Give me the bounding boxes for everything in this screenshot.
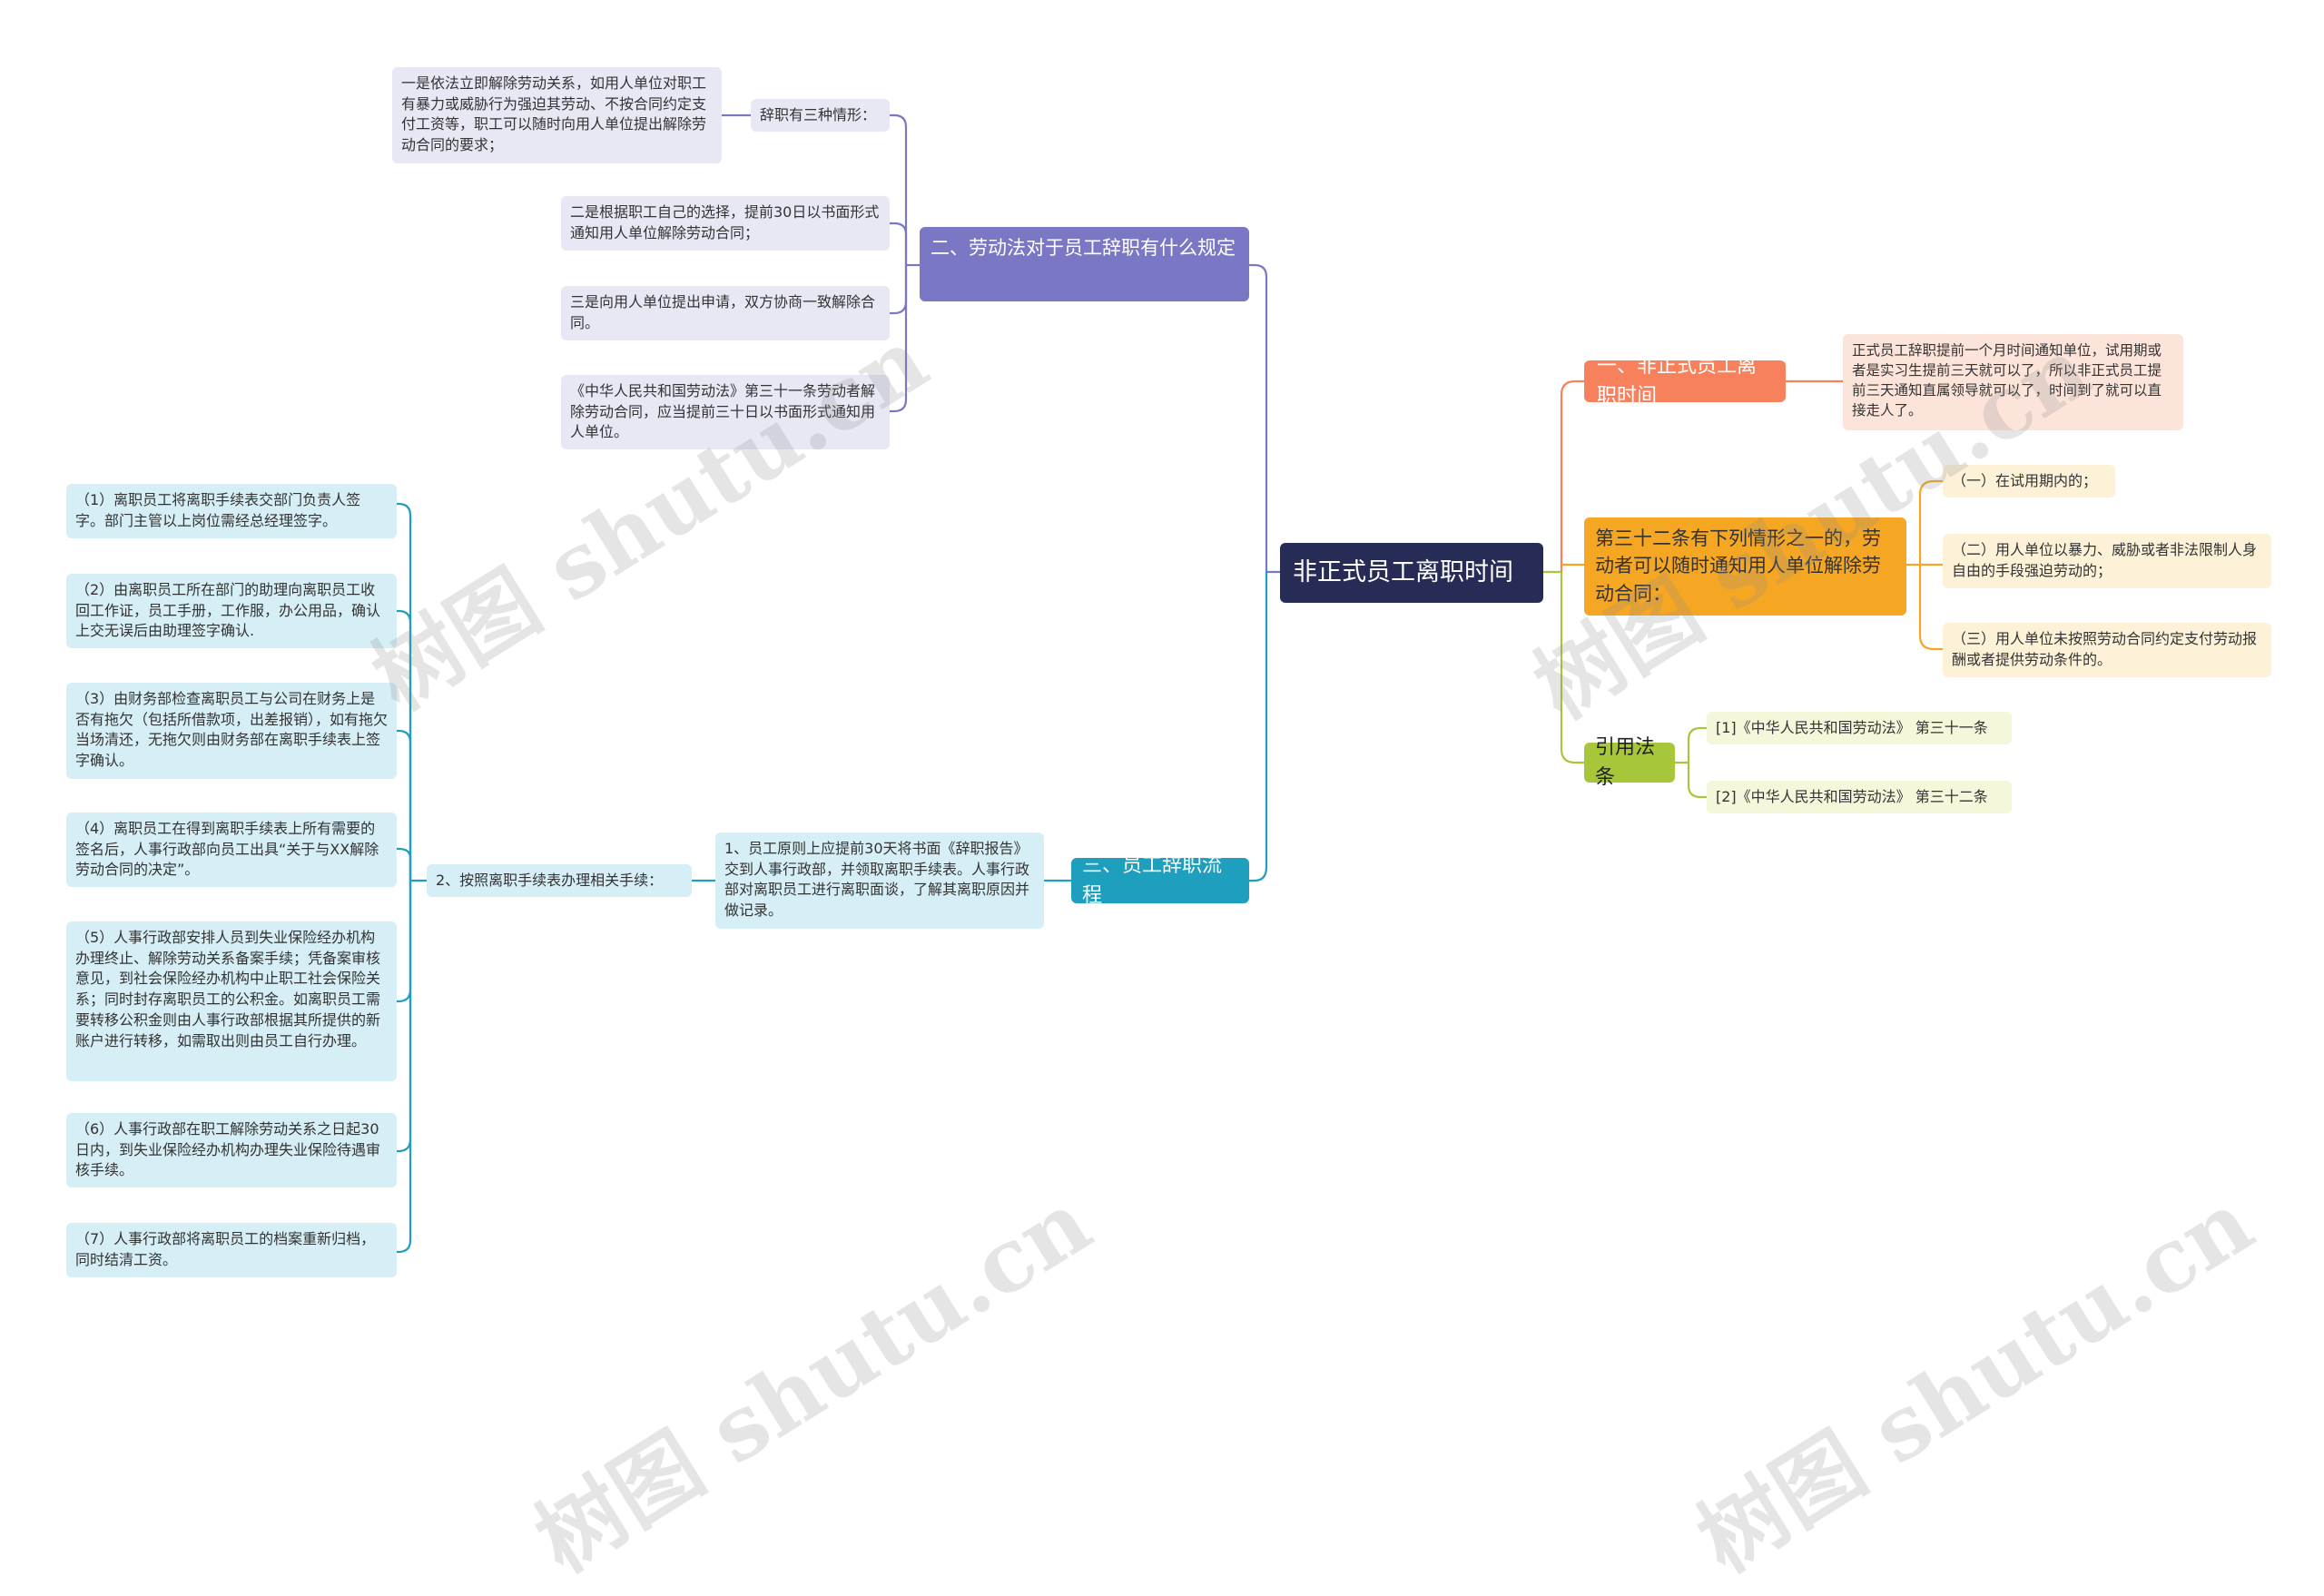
leaf-three-cases-label[interactable]: 辞职有三种情形： <box>751 99 890 132</box>
branch-cited-law[interactable]: 引用法条 <box>1584 736 1675 789</box>
leaf-step-2-item-1[interactable]: （1）离职员工将离职手续表交部门负责人签字。部门主管以上岗位需经总经理签字。 <box>66 484 397 538</box>
leaf-step-2[interactable]: 2、按照离职手续表办理相关手续： <box>427 864 692 897</box>
leaf-article-32-item-2[interactable]: （二）用人单位以暴力、威胁或者非法限制人身自由的手段强迫劳动的； <box>1943 534 2271 588</box>
leaf-article-32-item-1[interactable]: （一）在试用期内的； <box>1943 465 2115 498</box>
branch-informal-resign-time[interactable]: 一、非正式员工离职时间 <box>1584 355 1786 408</box>
branch-labor-law-rules[interactable]: 二、劳动法对于员工辞职有什么规定 <box>920 227 1249 301</box>
leaf-step-2-item-7[interactable]: （7）人事行政部将离职员工的档案重新归档，同时结清工资。 <box>66 1223 397 1277</box>
leaf-step-1[interactable]: 1、员工原则上应提前30天将书面《辞职报告》交到人事行政部，并领取离职手续表。人… <box>715 832 1044 929</box>
leaf-law-article-31[interactable]: 《中华人民共和国劳动法》第三十一条劳动者解除劳动合同，应当提前三十日以书面形式通… <box>561 375 890 449</box>
leaf-case-one[interactable]: 一是依法立即解除劳动关系，如用人单位对职工有暴力或威胁行为强迫其劳动、不按合同约… <box>392 67 722 163</box>
leaf-step-2-item-4[interactable]: （4）离职员工在得到离职手续表上所有需要的签名后，人事行政部向员工出具“关于与X… <box>66 813 397 887</box>
leaf-step-2-item-6[interactable]: （6）人事行政部在职工解除劳动关系之日起30日内，到失业保险经办机构办理失业保险… <box>66 1113 397 1187</box>
leaf-article-32-item-3[interactable]: （三）用人单位未按照劳动合同约定支付劳动报酬或者提供劳动条件的。 <box>1943 623 2271 677</box>
leaf-case-three[interactable]: 三是向用人单位提出申请，双方协商一致解除合同。 <box>561 286 890 340</box>
branch-resign-process[interactable]: 三、员工辞职流程 <box>1071 854 1249 907</box>
connector-lines <box>397 113 1943 1254</box>
root-topic[interactable]: 非正式员工离职时间 <box>1280 543 1543 603</box>
leaf-informal-resign-detail[interactable]: 正式员工辞职提前一个月时间通知单位，试用期或者是实习生提前三天就可以了，所以非正… <box>1843 334 2183 430</box>
leaf-step-2-item-3[interactable]: （3）由财务部检查离职员工与公司在财务上是否有拖欠（包括所借款项，出差报销），如… <box>66 683 397 779</box>
leaf-cited-law-1[interactable]: [1]《中华人民共和国劳动法》 第三十一条 <box>1707 712 2012 744</box>
branch-article-32[interactable]: 第三十二条有下列情形之一的，劳动者可以随时通知用人单位解除劳动合同： <box>1584 517 1906 616</box>
leaf-step-2-item-5[interactable]: （5）人事行政部安排人员到失业保险经办机构办理终止、解除劳动关系备案手续；凭备案… <box>66 921 397 1081</box>
leaf-cited-law-2[interactable]: [2]《中华人民共和国劳动法》 第三十二条 <box>1707 781 2012 813</box>
leaf-step-2-item-2[interactable]: （2）由离职员工所在部门的助理向离职员工收回工作证，员工手册，工作服，办公用品，… <box>66 574 397 648</box>
leaf-case-two[interactable]: 二是根据职工自己的选择，提前30日以书面形式通知用人单位解除劳动合同； <box>561 196 890 251</box>
